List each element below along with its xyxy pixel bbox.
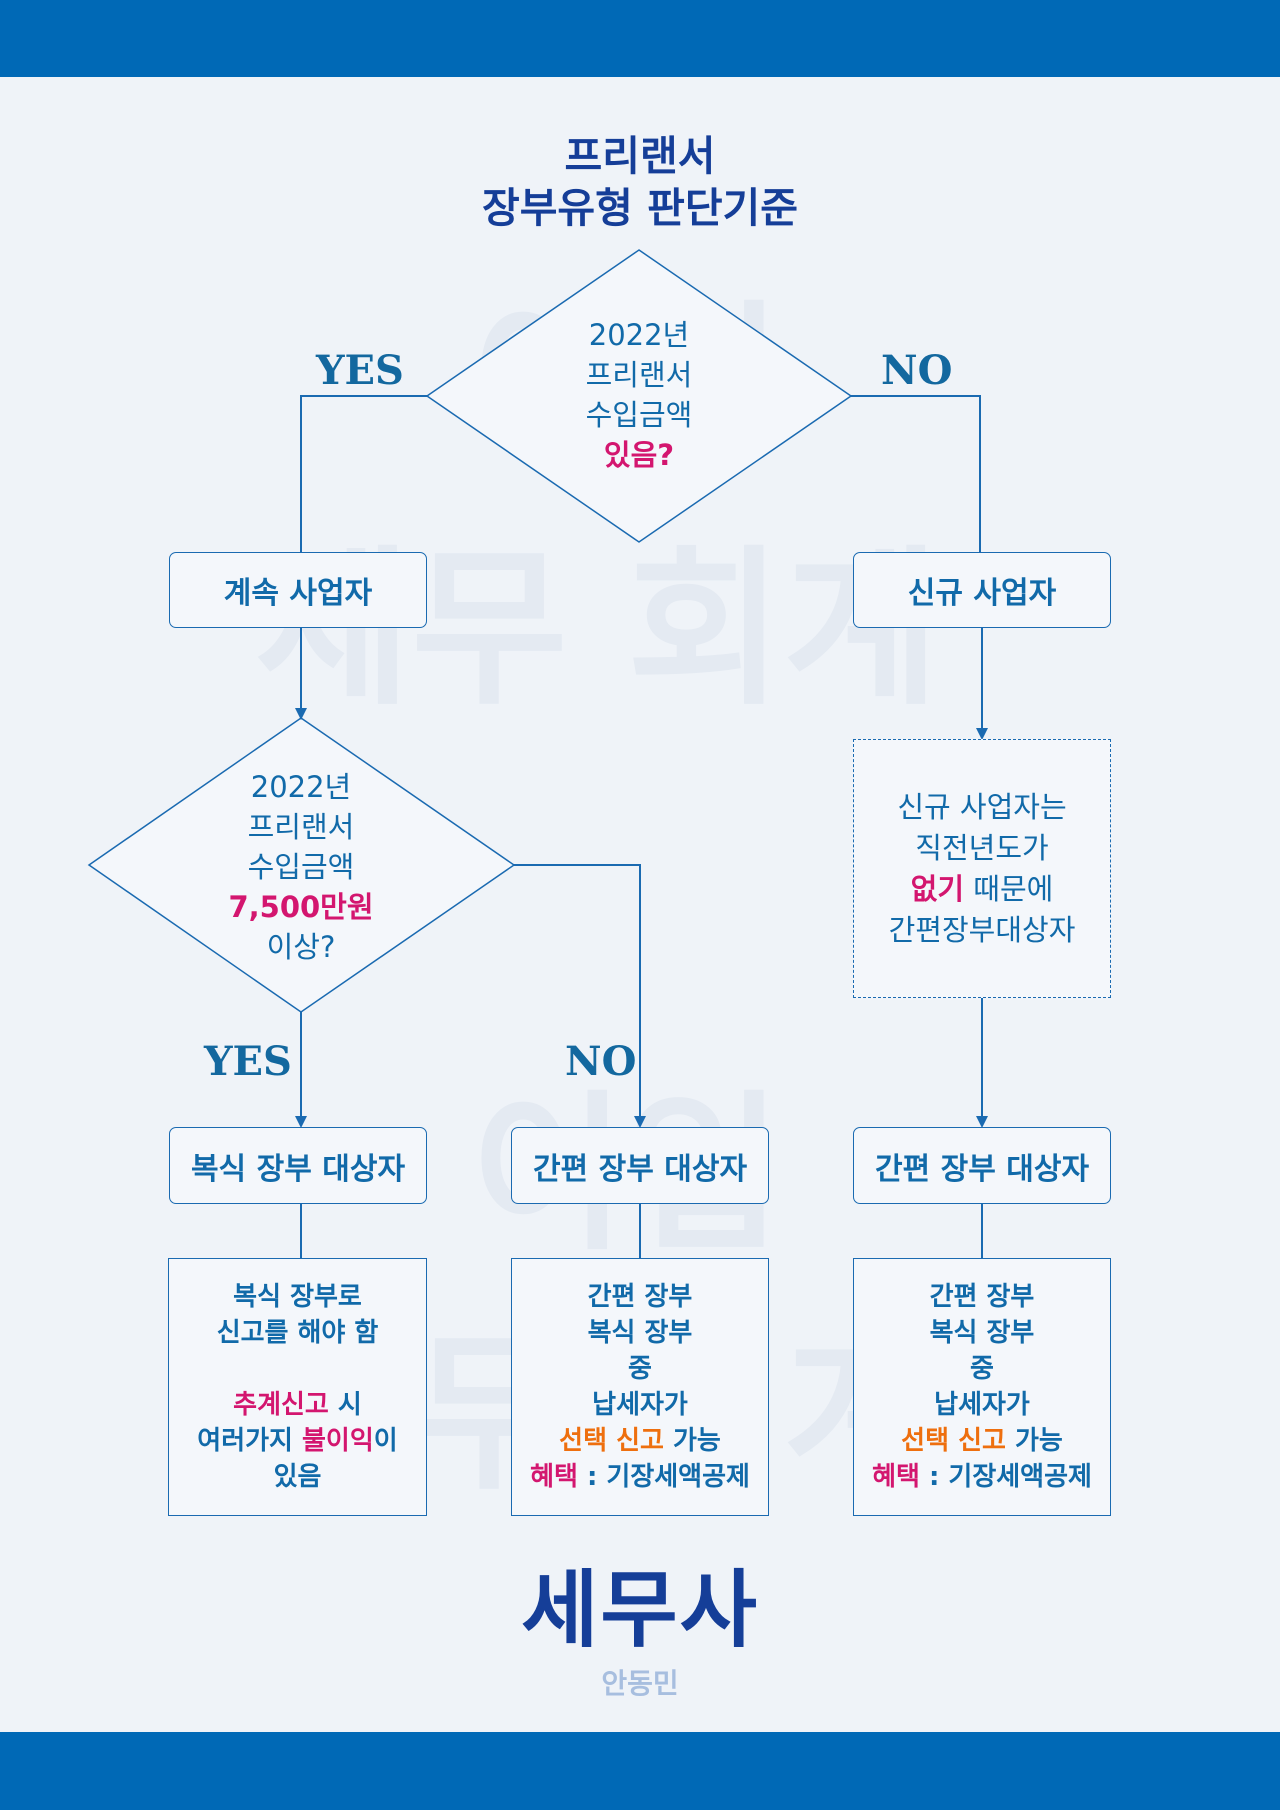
question-1-diamond: [425, 249, 853, 543]
branch-1-yes-label: YES: [316, 347, 404, 394]
branch-1-no-label: NO: [881, 347, 953, 394]
simple-book-target-box-1: 간편 장부 대상자: [511, 1127, 769, 1204]
simple-book-detail-2: 간편 장부 복식 장부 중 납세자가 선택 신고 가능 혜택 : 기장세액공제: [853, 1258, 1111, 1516]
detail-double-line-4: 여러가지 불이익이: [197, 1423, 397, 1459]
branch-2-yes-label: YES: [204, 1038, 292, 1085]
detail-double-highlight-1: 추계신고: [233, 1390, 329, 1420]
branch-2-no-label: NO: [565, 1038, 637, 1085]
detail-simple2-highlight-1: 선택 신고: [901, 1426, 1006, 1456]
q2-tail: 이상?: [266, 930, 336, 964]
detail-double-line-3: 추계신고 시: [233, 1387, 362, 1423]
detail-double-line-2: 신고를 해야 함: [216, 1318, 379, 1348]
q2-line-1: 2022년: [250, 770, 352, 804]
detail-simple2-highlight-2: 혜택: [872, 1462, 920, 1492]
detail-double-line-5: 있음: [273, 1462, 322, 1492]
double-entry-detail: 복식 장부로 신고를 해야 함 추계신고 시 여러가지 불이익이 있음: [168, 1258, 427, 1516]
note-line-3-rest: 때문에: [964, 871, 1054, 906]
question-2-text: 2022년 프리랜서 수입금액 7,500만원 이상?: [186, 762, 416, 972]
title-line-2: 장부유형 판단기준: [481, 184, 799, 232]
note-line-1: 신규 사업자는: [897, 789, 1067, 824]
detail-simple1-highlight-1: 선택 신고: [559, 1426, 664, 1456]
detail-simple1-highlight-2: 혜택: [530, 1462, 578, 1492]
note-line-2: 직전년도가: [915, 830, 1049, 865]
detail-simple2-line-3: 중: [970, 1354, 994, 1384]
detail-simple2-line-4: 납세자가: [934, 1390, 1030, 1420]
detail-simple1-line-4: 납세자가: [592, 1390, 688, 1420]
note-line-3: 없기 때문에: [911, 869, 1054, 910]
detail-double-line-1: 복식 장부로: [233, 1282, 362, 1312]
detail-double-highlight-2: 불이익: [302, 1426, 374, 1456]
detail-simple2-line-6-rest: : 기장세액공제: [919, 1462, 1092, 1492]
note-highlight: 없기: [910, 871, 965, 906]
detail-simple2-line-2: 복식 장부: [929, 1318, 1035, 1348]
detail-double-line-3-rest: 시: [328, 1390, 362, 1420]
bottom-band: [0, 1732, 1280, 1810]
detail-simple1-line-3: 중: [628, 1354, 652, 1384]
detail-simple1-line-2: 복식 장부: [587, 1318, 693, 1348]
q1-line-3: 수입금액: [585, 398, 693, 432]
new-business-note: 신규 사업자는 직전년도가 없기 때문에 간편장부대상자: [853, 739, 1111, 998]
question-1-text: 2022년 프리랜서 수입금액 있음?: [539, 310, 739, 480]
arrow-q2-no: [514, 864, 646, 1128]
q2-highlight: 7,500만원: [228, 890, 374, 924]
existing-business-box: 계속 사업자: [169, 552, 427, 628]
simple-book-detail-1: 간편 장부 복식 장부 중 납세자가 선택 신고 가능 혜택 : 기장세액공제: [511, 1258, 769, 1516]
detail-simple1-line-5-rest: 가능: [663, 1426, 721, 1456]
detail-simple1-line-1: 간편 장부: [587, 1282, 693, 1312]
detail-double-line-4-post: 이: [373, 1426, 398, 1456]
detail-simple1-line-6-rest: : 기장세액공제: [577, 1462, 750, 1492]
q1-highlight: 있음?: [603, 438, 675, 472]
detail-simple2-line-6: 혜택 : 기장세액공제: [872, 1459, 1092, 1495]
simple-book-target-box-2: 간편 장부 대상자: [853, 1127, 1111, 1204]
brand-person-name: 안동민: [601, 1667, 679, 1700]
note-line-4: 간편장부대상자: [888, 912, 1076, 947]
q2-line-3: 수입금액: [247, 850, 355, 884]
connector-q1-yes: [300, 395, 427, 552]
page-title: 프리랜서 장부유형 판단기준: [340, 130, 940, 234]
q1-line-2: 프리랜서: [585, 358, 693, 392]
q1-line-1: 2022년: [588, 318, 690, 352]
detail-simple2-line-5: 선택 신고 가능: [901, 1423, 1063, 1459]
detail-simple1-line-5: 선택 신고 가능: [559, 1423, 721, 1459]
new-business-box: 신규 사업자: [853, 552, 1111, 628]
detail-simple2-line-1: 간편 장부: [929, 1282, 1035, 1312]
title-line-1: 프리랜서: [564, 132, 716, 180]
connector-q1-no: [851, 395, 981, 552]
detail-double-line-4-pre: 여러가지: [197, 1426, 303, 1456]
brand-name: 세무사: [521, 1561, 759, 1659]
detail-simple1-line-6: 혜택 : 기장세액공제: [530, 1459, 750, 1495]
double-entry-target-box: 복식 장부 대상자: [169, 1127, 427, 1204]
q2-line-2: 프리랜서: [247, 810, 355, 844]
top-band: [0, 0, 1280, 77]
detail-simple2-line-5-rest: 가능: [1005, 1426, 1063, 1456]
